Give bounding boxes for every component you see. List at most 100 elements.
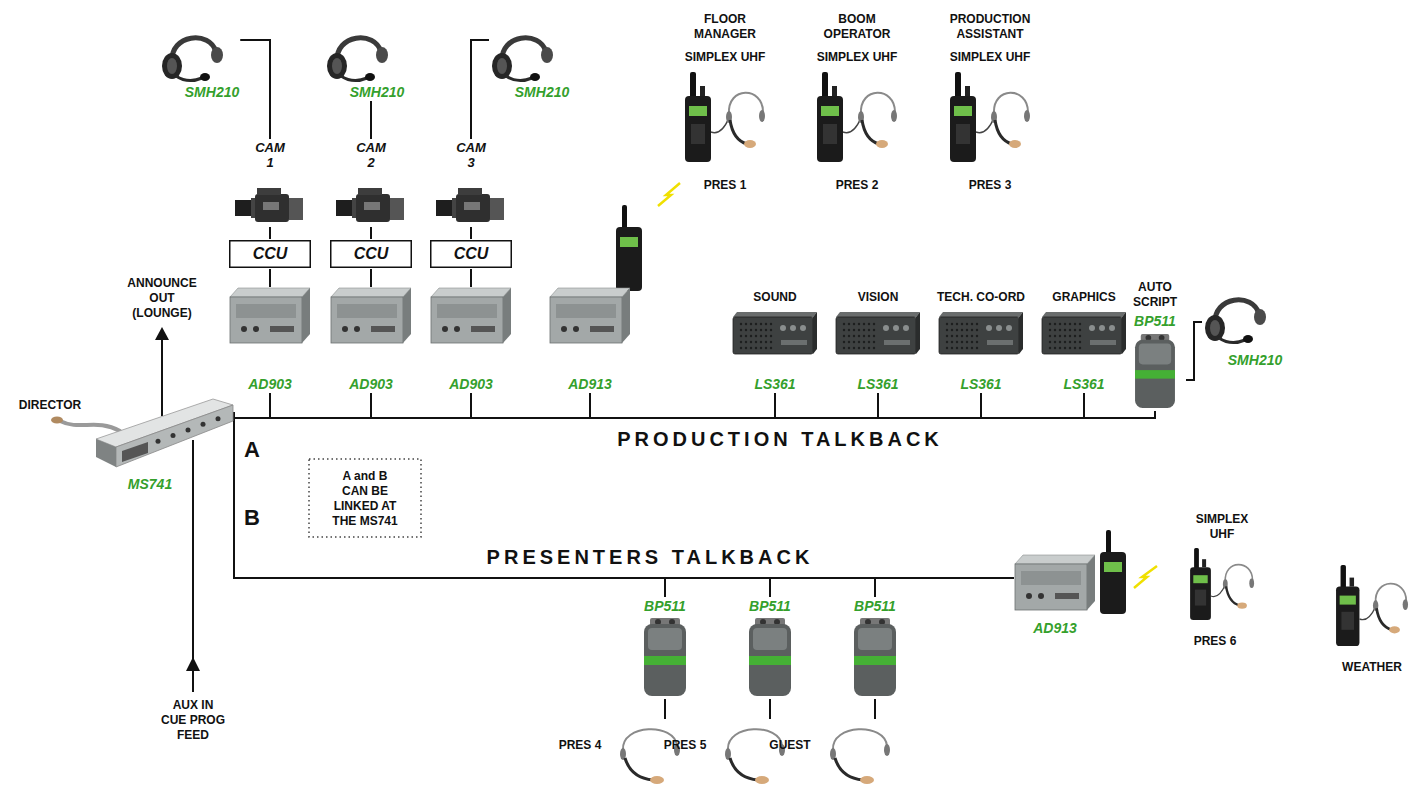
speaker-part — [873, 329, 875, 331]
camera-part — [255, 194, 289, 222]
radio-part — [1190, 567, 1211, 620]
speaker-part — [976, 347, 978, 349]
speaker-part — [1079, 341, 1081, 343]
speaker-part — [966, 329, 968, 331]
mic-part — [625, 758, 653, 780]
radio-part — [955, 72, 961, 98]
radio-part — [891, 110, 897, 122]
beltpack-drawing — [745, 618, 795, 698]
speaker-part — [740, 335, 742, 337]
interface-unit-drawing — [431, 288, 511, 343]
speaker-part — [755, 341, 757, 343]
speaker-part — [946, 323, 948, 325]
mic-part — [884, 744, 890, 756]
headset-drawing — [1203, 290, 1268, 345]
speaker-part — [750, 347, 752, 349]
camera-part — [289, 198, 303, 220]
box-part — [1015, 564, 1087, 610]
radio-link — [1134, 566, 1157, 588]
speaker-part — [961, 335, 963, 337]
role-label: PRES 2 — [836, 178, 879, 193]
speaker-part — [853, 335, 855, 337]
radio-part — [1249, 578, 1254, 588]
speaker-part — [1109, 325, 1115, 331]
role-label: GUEST — [769, 738, 810, 753]
radio-part — [1195, 590, 1206, 606]
radio-part — [1389, 626, 1400, 633]
speaker-part — [1049, 347, 1051, 349]
speaker-part — [951, 329, 953, 331]
arrow-head — [155, 327, 169, 340]
unit-label: CCU — [354, 245, 389, 263]
speaker-part — [956, 329, 958, 331]
radio-station: FLOOR MANAGERSIMPLEX UHFPRES 1 — [679, 11, 771, 194]
role-label: BOOM OPERATOR — [812, 12, 902, 42]
talkback-cable — [1186, 322, 1202, 380]
beltpack: AUTO SCRIPTBP511 — [1124, 279, 1186, 411]
speaker-part — [1122, 312, 1126, 354]
headset-part — [1205, 315, 1225, 341]
speaker-part — [1074, 341, 1076, 343]
belt-part — [1139, 344, 1171, 365]
master-station: MS741 — [87, 394, 234, 493]
camera-part — [458, 188, 482, 195]
master-station-drawing — [88, 395, 233, 472]
speaker-part — [976, 341, 978, 343]
speaker-part — [843, 323, 845, 325]
headset-part — [211, 47, 223, 63]
talkback-cable — [269, 269, 271, 287]
box-part — [1087, 555, 1095, 610]
radio-body — [616, 227, 642, 291]
speaker-part — [939, 317, 1019, 354]
camera-part — [235, 200, 253, 216]
talkback-cable — [664, 699, 666, 719]
loudspeaker-station-drawing — [733, 312, 817, 354]
belt-part — [753, 628, 787, 650]
speaker-part — [863, 347, 865, 349]
talkback-cable — [470, 227, 472, 239]
radio-part — [1376, 584, 1407, 603]
ccu-box: CCU — [228, 239, 312, 269]
radio-station-drawing — [1330, 565, 1415, 655]
antenna — [1106, 530, 1111, 554]
headset-part — [327, 53, 347, 79]
speaker-part — [966, 323, 968, 325]
speaker-part — [843, 335, 845, 337]
radio-part — [691, 124, 705, 144]
interface-unit: AD903 — [330, 287, 412, 393]
speaker-part — [1059, 335, 1061, 337]
radio-interface-drawing — [1015, 555, 1095, 610]
speaker-part — [745, 347, 747, 349]
role-label: DIRECTOR — [19, 398, 81, 413]
speaker-part — [971, 341, 973, 343]
radio-part — [1193, 575, 1207, 583]
camera-drawing — [436, 188, 506, 226]
role-label: VISION — [858, 290, 899, 305]
speaker-part — [873, 323, 875, 325]
talkback-cable — [370, 269, 372, 287]
camera-part — [452, 198, 456, 218]
mic-part — [835, 758, 863, 780]
radio-part — [1225, 565, 1252, 582]
role-label: PRES 4 — [559, 738, 602, 753]
talkback-cable — [234, 393, 471, 418]
headset: SMH210 — [324, 27, 405, 101]
interface-unit-drawing — [230, 288, 310, 343]
speaker-part — [858, 347, 860, 349]
belt-part — [644, 624, 686, 696]
radio-part — [1403, 599, 1408, 610]
speaker-part — [971, 329, 973, 331]
speaker-part — [1059, 341, 1061, 343]
headset-part — [506, 76, 532, 81]
loudspeaker-station-drawing — [939, 312, 1023, 354]
walkie-talkie — [1100, 530, 1126, 614]
speaker-part — [745, 341, 747, 343]
radio-part — [822, 72, 828, 98]
headset-part — [176, 76, 202, 81]
speaker-part — [976, 323, 978, 325]
rack-part — [122, 442, 148, 462]
belt-part — [1135, 370, 1175, 379]
talkback-cable — [234, 393, 981, 418]
talkback-cable — [234, 393, 590, 418]
headset-part — [1254, 309, 1266, 325]
